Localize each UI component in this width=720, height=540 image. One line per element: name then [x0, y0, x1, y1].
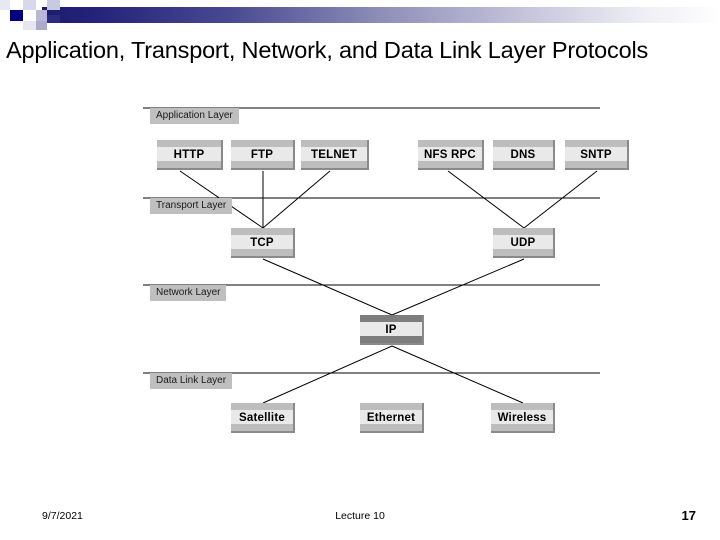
square-dark-navy	[10, 10, 23, 21]
layer-label-application: Application Layer	[150, 108, 239, 124]
box-band-top	[231, 228, 293, 235]
protocol-label: Wireless	[497, 412, 547, 424]
connector-telnet-to-tcp	[262, 170, 331, 229]
box-band-bottom	[418, 161, 482, 168]
box-band-bottom	[157, 161, 221, 168]
box-band-bottom	[493, 161, 553, 168]
protocol-box-satellite: Satellite	[231, 403, 295, 433]
protocol-box-http: HTTP	[157, 140, 223, 170]
protocol-label: Satellite	[239, 412, 285, 424]
box-band-top	[157, 140, 221, 147]
protocol-box-dns: DNS	[493, 140, 555, 170]
box-band-bottom	[493, 249, 553, 256]
square-light-a	[23, 21, 36, 30]
protocol-box-telnet: TELNET	[301, 140, 369, 170]
layer-label-transport: Transport Layer	[150, 198, 233, 214]
box-band-top	[301, 140, 367, 147]
connector-tcp-to-ip	[262, 258, 393, 316]
box-band-top	[231, 403, 293, 410]
box-band-top	[565, 140, 627, 147]
protocol-label: DNS	[510, 149, 536, 161]
protocol-label: TCP	[250, 237, 274, 249]
box-band-top	[360, 403, 422, 410]
protocol-box-nfs-rpc: NFS RPC	[418, 140, 484, 170]
protocol-box-sntp: SNTP	[565, 140, 629, 170]
connector-udp-to-ip	[391, 258, 525, 316]
connector-ip-to-wireless	[391, 345, 524, 404]
protocol-box-udp: UDP	[493, 228, 555, 258]
box-band-top	[231, 140, 293, 147]
banner-gradient-bar	[42, 7, 720, 23]
square-pale-lavender-a	[23, 0, 36, 10]
box-band-top	[360, 315, 422, 322]
protocol-label: NFS RPC	[424, 149, 476, 161]
layer-label-datalink: Data Link Layer	[150, 373, 233, 389]
connector-sntp-to-udp	[523, 170, 598, 229]
square-mid-lavender-a	[36, 10, 47, 21]
protocol-label: HTTP	[173, 149, 205, 161]
protocol-label: FTP	[250, 149, 274, 161]
protocol-label: TELNET	[311, 149, 357, 161]
square-pale-lavender-b	[0, 0, 10, 10]
box-band-top	[491, 403, 553, 410]
box-band-top	[493, 228, 553, 235]
box-band-top	[418, 140, 482, 147]
box-band-bottom	[231, 424, 293, 431]
connector-nfsrpc-to-udp	[447, 170, 525, 229]
box-band-bottom	[301, 161, 367, 168]
protocol-box-wireless: Wireless	[491, 403, 555, 433]
square-mid-lavender-b	[47, 0, 60, 10]
protocol-box-ftp: FTP	[231, 140, 295, 170]
box-band-bottom	[360, 424, 422, 431]
square-mid-lavender-c	[36, 21, 47, 30]
box-band-bottom	[565, 161, 627, 168]
connector-ip-to-satellite	[262, 345, 393, 404]
slide-footer: 9/7/2021 Lecture 10 17	[0, 505, 720, 535]
protocol-label: SNTP	[580, 149, 612, 161]
box-band-top	[493, 140, 553, 147]
box-band-bottom	[231, 249, 293, 256]
layer-label-network: Network Layer	[150, 285, 227, 301]
footer-date: 9/7/2021	[42, 510, 83, 522]
protocol-box-ethernet: Ethernet	[360, 403, 424, 433]
protocol-label: UDP	[510, 237, 536, 249]
protocol-box-tcp: TCP	[231, 228, 295, 258]
page-title: Application, Transport, Network, and Dat…	[6, 37, 649, 63]
protocol-box-ip: IP	[360, 315, 424, 345]
square-navy-small	[47, 15, 60, 23]
box-band-bottom	[360, 336, 422, 343]
footer-lecture-label: Lecture 10	[335, 510, 385, 522]
protocol-label: Ethernet	[366, 412, 416, 424]
protocol-label: IP	[385, 324, 397, 336]
box-band-bottom	[231, 161, 293, 168]
slide-top-banner	[0, 0, 720, 30]
diagram-connector-lines	[143, 107, 600, 404]
box-band-bottom	[491, 424, 553, 431]
footer-page-number: 17	[681, 508, 696, 523]
